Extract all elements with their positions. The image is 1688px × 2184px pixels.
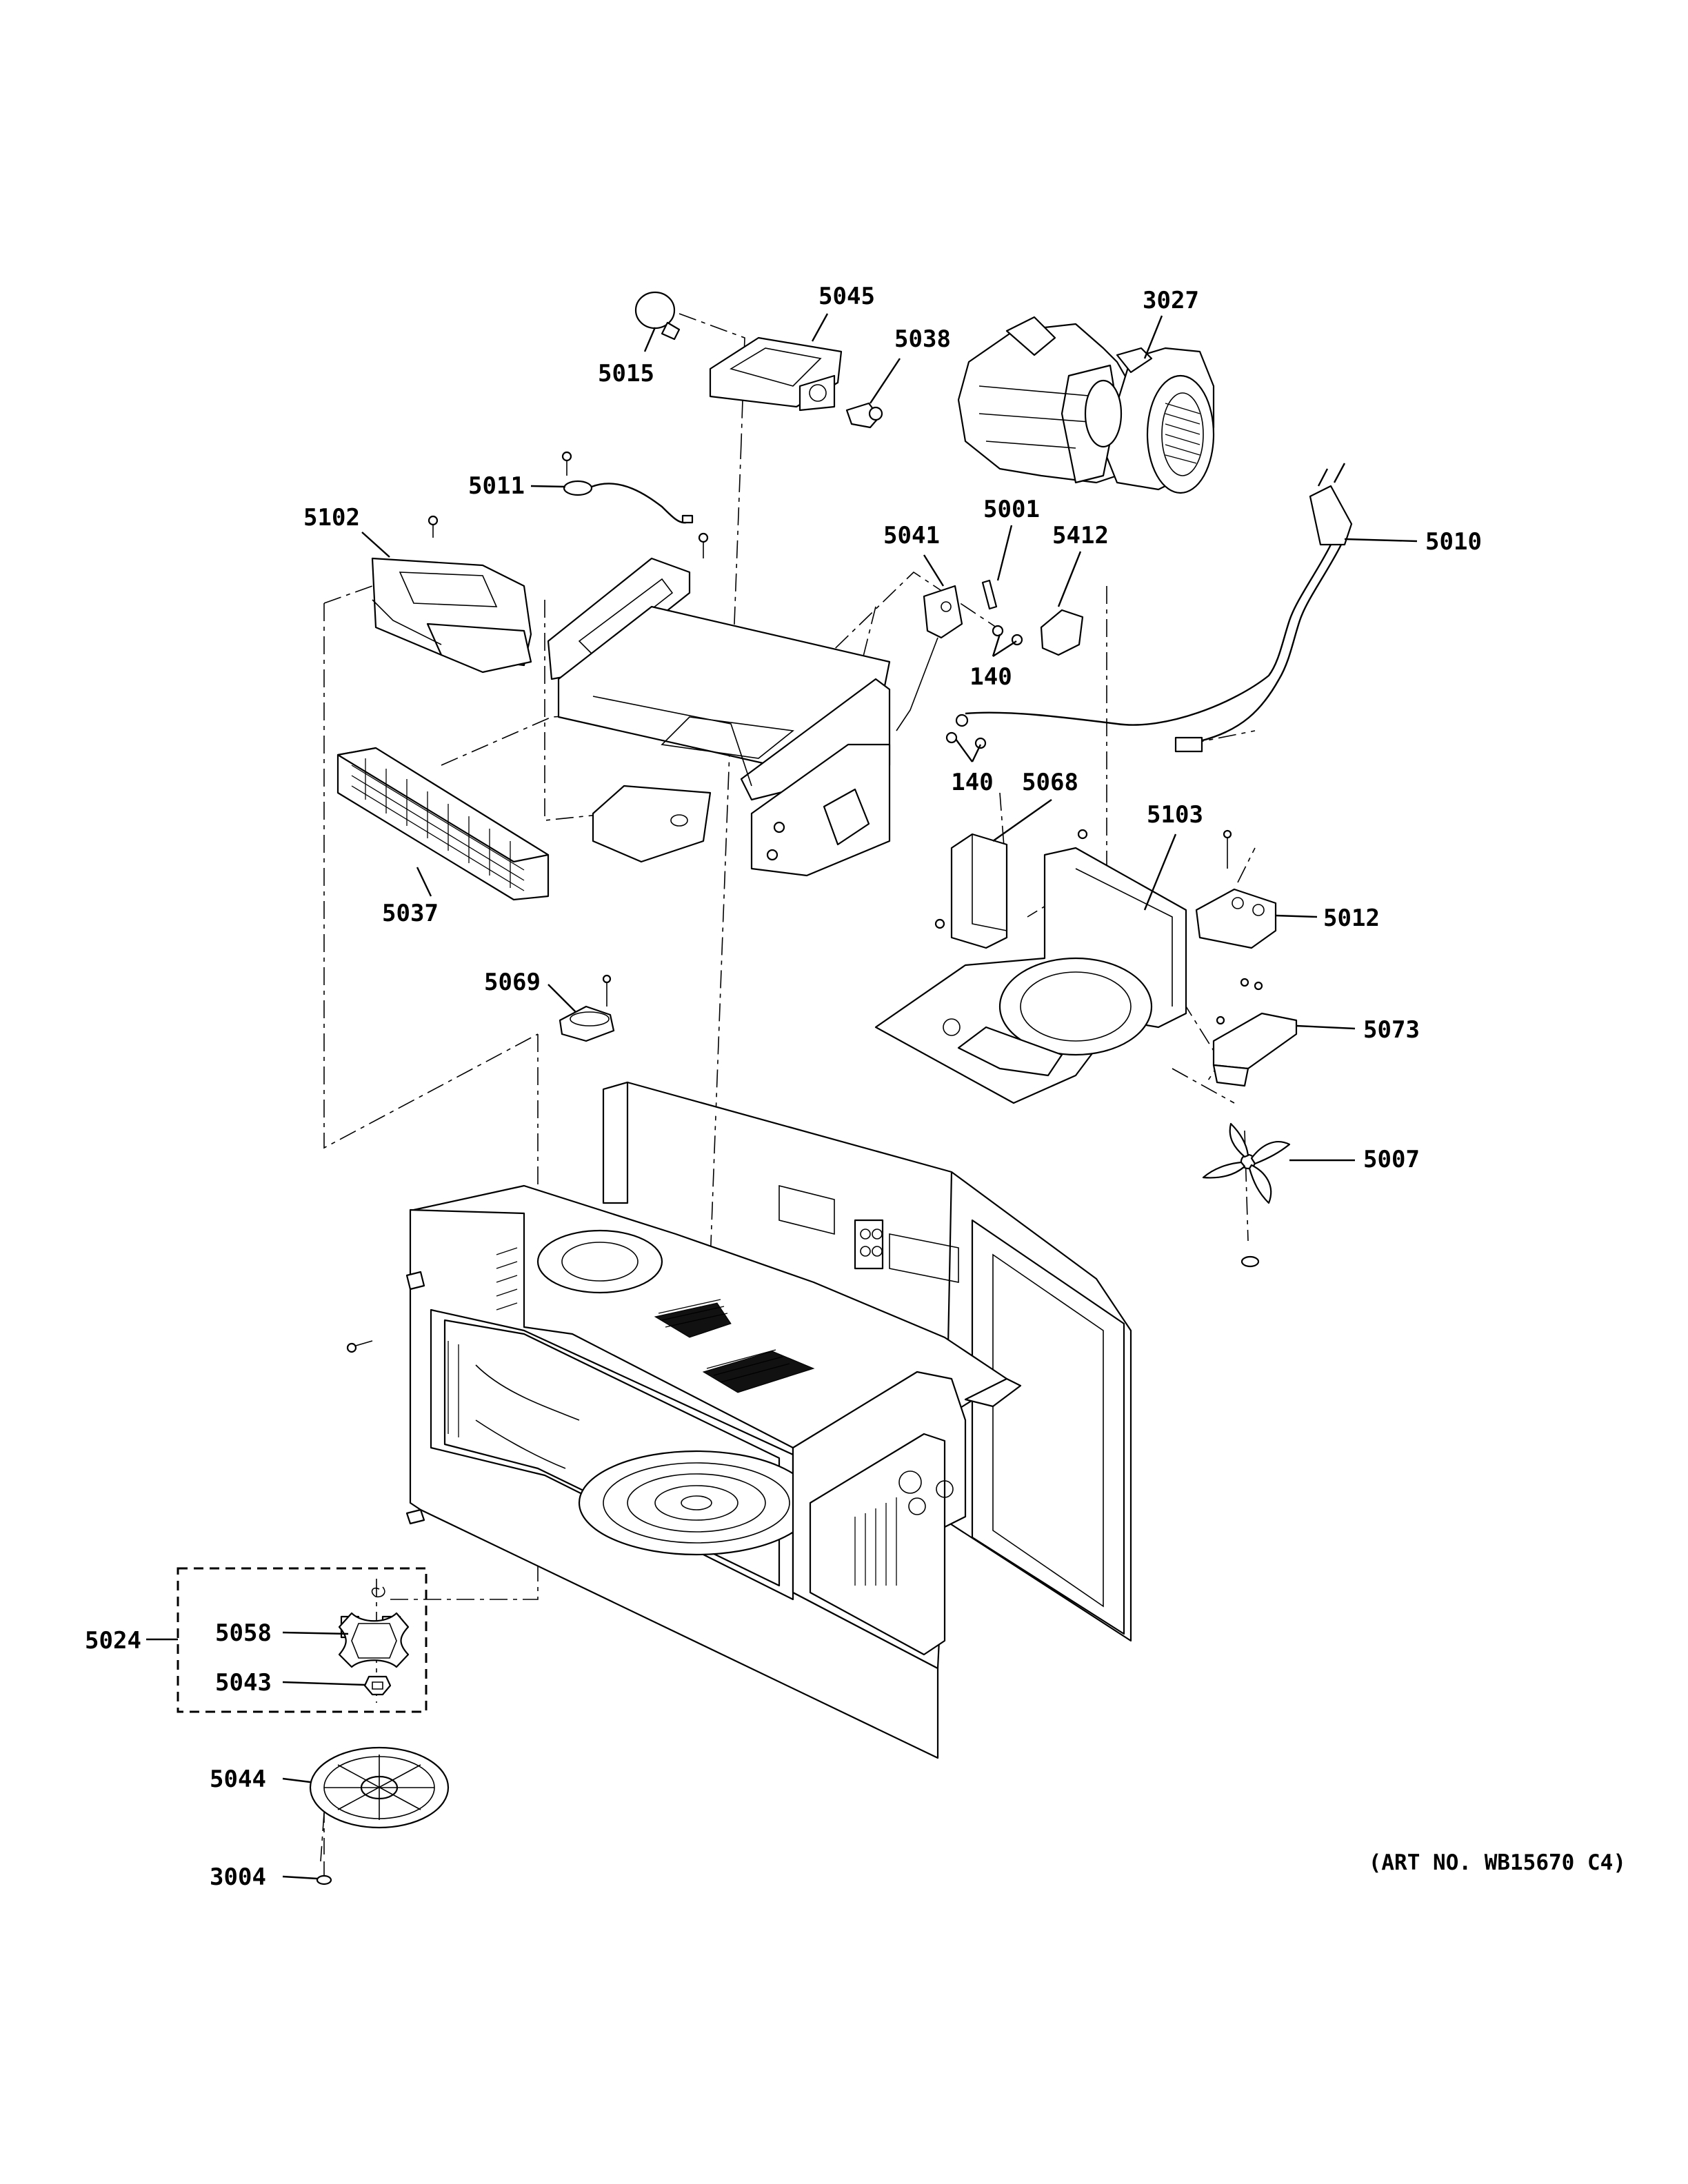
fuse-5001 [981, 579, 998, 610]
stirrer-motor-5069 [559, 974, 615, 1042]
turntable-kit-5024-box [177, 1567, 428, 1713]
bracket-5068 [934, 833, 1008, 949]
damper-duct-5102 [371, 515, 532, 674]
callout-3027: 3027 [1143, 287, 1199, 314]
switch-5041 [896, 585, 963, 731]
callout-5012: 5012 [1323, 904, 1380, 932]
noise-filter-5412 [1040, 609, 1084, 656]
callout-5044: 5044 [210, 1766, 266, 1793]
leader-lines [146, 313, 1418, 1880]
art-number: (ART NO. WB15670 C4) [1369, 1850, 1626, 1875]
screw-3004 [316, 1861, 332, 1885]
bracket-5073 [1212, 978, 1298, 1087]
thermostat-5011 [561, 451, 694, 524]
callout-5043: 5043 [215, 1669, 272, 1697]
screws-140 [945, 625, 1023, 749]
roller-ring-5058 [338, 1612, 410, 1668]
fan-blade-5007 [1202, 1122, 1291, 1268]
callout-5024: 5024 [85, 1627, 141, 1655]
callout-5058: 5058 [215, 1619, 272, 1647]
upper-chassis [547, 532, 891, 863]
callout-5045: 5045 [818, 283, 875, 310]
lamp-socket-5038 [845, 402, 883, 429]
callout-5412: 5412 [1052, 522, 1109, 549]
bulb-5015 [634, 291, 681, 341]
callout-5041: 5041 [883, 522, 940, 549]
callout-5102: 5102 [303, 504, 360, 532]
charcoal-filter-5037 [336, 747, 550, 901]
callout-5103: 5103 [1147, 801, 1203, 829]
callout-140-lower: 140 [951, 769, 993, 796]
callout-140-upper: 140 [969, 663, 1012, 691]
light-housing-5045 [709, 336, 843, 412]
callout-5068: 5068 [1022, 769, 1078, 796]
callout-5010: 5010 [1425, 528, 1482, 556]
interlock-bracket [750, 743, 891, 877]
fan-bracket-5012 [1195, 829, 1277, 949]
turntable-support-5044 [309, 1746, 450, 1829]
callout-5007: 5007 [1363, 1146, 1420, 1173]
callout-5069: 5069 [484, 969, 541, 996]
oven-cavity [346, 1081, 1132, 1759]
callout-5073: 5073 [1363, 1016, 1420, 1044]
power-cord-5010 [955, 463, 1353, 753]
callout-3004: 3004 [210, 1863, 266, 1891]
callout-5011: 5011 [468, 472, 525, 500]
callout-5038: 5038 [894, 325, 951, 353]
callout-5015: 5015 [598, 360, 654, 387]
base-plate-5103 [874, 829, 1187, 1104]
ring-clip [371, 1586, 385, 1598]
blower-motor-3027 [957, 316, 1215, 494]
coupler-5043 [363, 1675, 392, 1696]
callout-labels: 5045 3027 5038 5015 5011 5102 5001 5041 … [85, 283, 1482, 1891]
callout-5037: 5037 [382, 900, 439, 927]
callout-5001: 5001 [983, 496, 1040, 523]
